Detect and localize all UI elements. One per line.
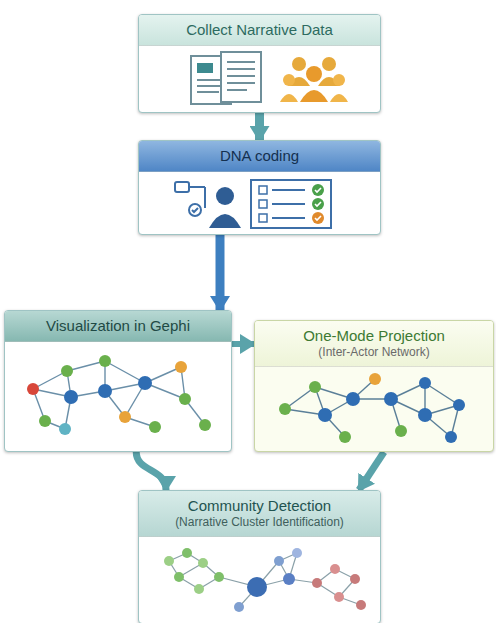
community-box: Community Detection(Narrative Cluster Id…	[138, 490, 381, 623]
header-band: One-Mode Projection(Inter-Actor Network)	[255, 321, 493, 367]
header-band: Community Detection(Narrative Cluster Id…	[139, 491, 380, 537]
projection-box: One-Mode Projection(Inter-Actor Network)	[254, 320, 494, 452]
flow-arrow	[216, 235, 225, 310]
actor-network-figure	[255, 369, 493, 449]
data-collection-box: Collect Narrative Data	[138, 14, 381, 113]
header-band: DNA coding	[139, 141, 380, 172]
node-title: Visualization in Gephi	[13, 317, 223, 335]
header-band: Collect Narrative Data	[139, 15, 380, 46]
flow-arrow	[136, 452, 166, 490]
flow-arrow	[255, 113, 264, 140]
visualization-box: Visualization in Gephi	[4, 310, 232, 452]
network-graph-figure	[5, 349, 231, 445]
node-subtitle: (Inter-Actor Network)	[263, 345, 485, 360]
coding-box: DNA coding	[138, 140, 381, 235]
flow-arrow	[232, 341, 254, 347]
node-title: One-Mode Projection	[263, 327, 485, 345]
document-people-icon	[139, 48, 380, 110]
coder-checklist-icon	[139, 174, 380, 232]
flow-arrow	[359, 452, 384, 490]
node-title: Community Detection	[147, 497, 372, 515]
node-title: DNA coding	[147, 147, 372, 165]
node-title: Collect Narrative Data	[147, 21, 372, 39]
node-subtitle: (Narrative Cluster Identification)	[147, 515, 372, 530]
header-band: Visualization in Gephi	[5, 311, 231, 342]
community-clusters-figure	[139, 539, 380, 621]
